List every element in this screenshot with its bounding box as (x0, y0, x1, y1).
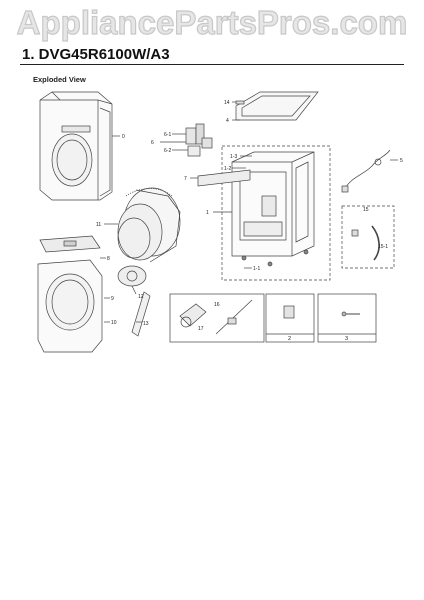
callout-9: 9 (111, 296, 114, 302)
dryer-assembly (39, 91, 120, 201)
callout-10: 10 (111, 320, 117, 326)
control-panel (39, 235, 106, 259)
top-cover (232, 91, 319, 121)
callout-1: 1 (206, 210, 209, 216)
callout-12: 12 (138, 294, 144, 300)
drum (104, 187, 181, 263)
part-2-box (265, 293, 315, 343)
callout-13: 13 (143, 321, 149, 327)
control-parts (160, 123, 213, 157)
callout-0: 0 (122, 134, 125, 140)
power-cord (341, 149, 398, 193)
front-frame (190, 169, 251, 187)
callout-7: 7 (184, 176, 187, 182)
part-3-box (317, 293, 377, 343)
callout-17: 17 (198, 326, 204, 332)
exhaust-duct (131, 291, 151, 337)
callout-2: 2 (288, 336, 291, 342)
blower (117, 265, 147, 295)
callout-8: 8 (107, 256, 110, 262)
callout-6-2: 6-2 (164, 148, 171, 154)
callout-3: 3 (345, 336, 348, 342)
callout-1-2: 1-2 (224, 166, 231, 172)
callout-11: 11 (96, 222, 101, 228)
callout-4: 4 (226, 118, 229, 124)
hose-kit-box (341, 205, 395, 269)
title-divider (20, 64, 404, 65)
callout-14: 14 (224, 100, 230, 106)
door-assembly (37, 259, 110, 353)
callout-5: 5 (400, 158, 403, 164)
callout-6-1: 6-1 (164, 132, 171, 138)
burner-kit-box (169, 293, 265, 343)
cabinet-assembly (213, 145, 331, 281)
callout-6: 6 (151, 140, 154, 146)
screw (232, 100, 245, 105)
watermark: AppliancePartsPros.com (16, 3, 408, 41)
section-subtitle: Exploded View (33, 75, 86, 84)
callout-1-3: 1-3 (230, 154, 237, 160)
callout-16: 16 (214, 302, 220, 308)
page-title: 1. DVG45R6100W/A3 (22, 46, 170, 63)
callout-15: 15 (363, 207, 369, 213)
callout-1-1: 1-1 (253, 266, 260, 272)
callout-15-1: 15-1 (378, 244, 388, 250)
